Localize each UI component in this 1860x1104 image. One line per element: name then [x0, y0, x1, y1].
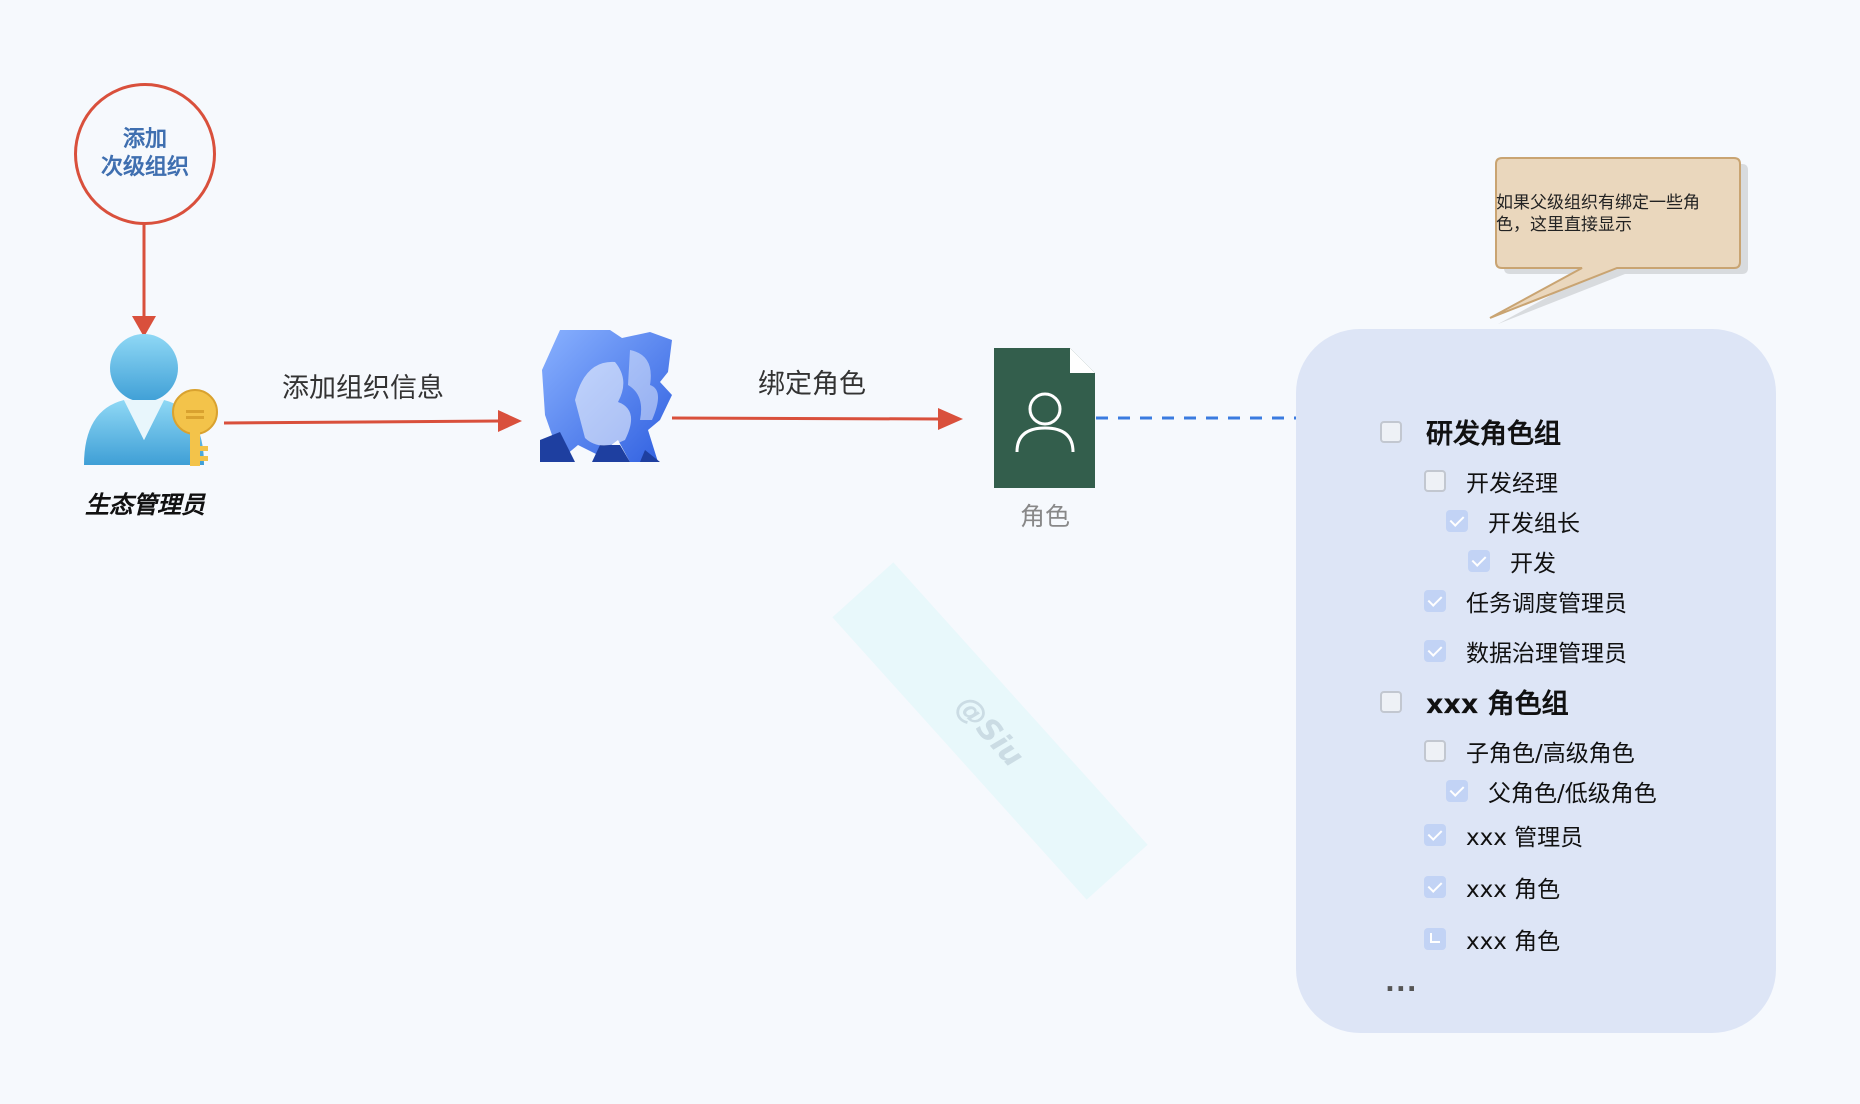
- role-item-label: 子角色/高级角色: [1466, 741, 1635, 767]
- admin-person-key-icon: [84, 334, 218, 466]
- role-item-label: xxx 角色: [1466, 877, 1561, 903]
- role-checkbox[interactable]: [1424, 928, 1446, 950]
- callout-text: 如果父级组织有绑定一些角色，这里直接显示: [1496, 193, 1700, 235]
- add-sub-org-circle[interactable]: 添加 次级组织: [74, 83, 216, 225]
- role-item-row[interactable]: 数据治理管理员: [1424, 634, 1627, 668]
- role-item-label: 开发组长: [1488, 511, 1580, 537]
- role-checkbox[interactable]: [1424, 740, 1446, 762]
- arrow-circle-to-admin: [132, 222, 156, 337]
- role-item-label: xxx 管理员: [1466, 825, 1584, 851]
- arrow-org-to-role: [671, 408, 963, 430]
- watermark-text: @Siu: [949, 688, 1031, 774]
- role-checkbox[interactable]: [1424, 824, 1446, 846]
- role-checkbox[interactable]: [1424, 470, 1446, 492]
- role-item-label: 开发经理: [1466, 471, 1558, 497]
- role-checkbox[interactable]: [1424, 876, 1446, 898]
- role-item-label: 数据治理管理员: [1466, 641, 1627, 667]
- role-item-label: 任务调度管理员: [1466, 591, 1627, 617]
- role-group-row[interactable]: xxx 角色组: [1380, 682, 1569, 721]
- role-group-row[interactable]: 研发角色组: [1380, 412, 1561, 451]
- role-item-label: 父角色/低级角色: [1488, 781, 1657, 807]
- role-group-title: xxx 角色组: [1426, 689, 1569, 720]
- role-group-checkbox[interactable]: [1380, 420, 1402, 443]
- add-sub-org-line2: 次级组织: [100, 155, 189, 180]
- role-item-row[interactable]: xxx 角色: [1424, 922, 1560, 956]
- role-checkbox[interactable]: [1446, 510, 1468, 532]
- add-sub-org-line1: 添加: [122, 127, 167, 152]
- role-item-row[interactable]: xxx 角色: [1424, 870, 1560, 904]
- role-item-label: xxx 角色: [1466, 929, 1561, 955]
- role-document-icon: [994, 348, 1095, 488]
- role-item-row[interactable]: 开发: [1468, 544, 1556, 578]
- role-checkbox[interactable]: [1424, 640, 1446, 662]
- role-item-row[interactable]: 子角色/高级角色: [1424, 734, 1635, 768]
- organization-icon: [540, 330, 672, 462]
- role-item-row[interactable]: 开发经理: [1424, 464, 1558, 498]
- role-label: 角色: [1019, 502, 1070, 531]
- role-selection-panel: [1296, 329, 1776, 1033]
- role-item-row[interactable]: xxx 管理员: [1424, 818, 1583, 852]
- edge-label-bind-role: 绑定角色: [758, 369, 866, 400]
- arrow-admin-to-org: [223, 410, 522, 432]
- edge-label-add-org-info: 添加组织信息: [282, 373, 444, 404]
- role-checkbox[interactable]: [1424, 590, 1446, 612]
- more-roles-ellipsis: ...: [1385, 968, 1418, 998]
- admin-label: 生态管理员: [85, 491, 205, 519]
- role-item-row[interactable]: 开发组长: [1446, 504, 1580, 538]
- role-group-checkbox[interactable]: [1380, 690, 1402, 713]
- role-group-title: 研发角色组: [1426, 419, 1561, 450]
- role-item-label: 开发: [1510, 551, 1556, 577]
- role-item-row[interactable]: 任务调度管理员: [1424, 584, 1627, 618]
- role-checkbox[interactable]: [1446, 780, 1468, 802]
- callout-balloon: [1489, 157, 1748, 324]
- role-checkbox[interactable]: [1468, 550, 1490, 572]
- role-item-row[interactable]: 父角色/低级角色: [1446, 774, 1657, 808]
